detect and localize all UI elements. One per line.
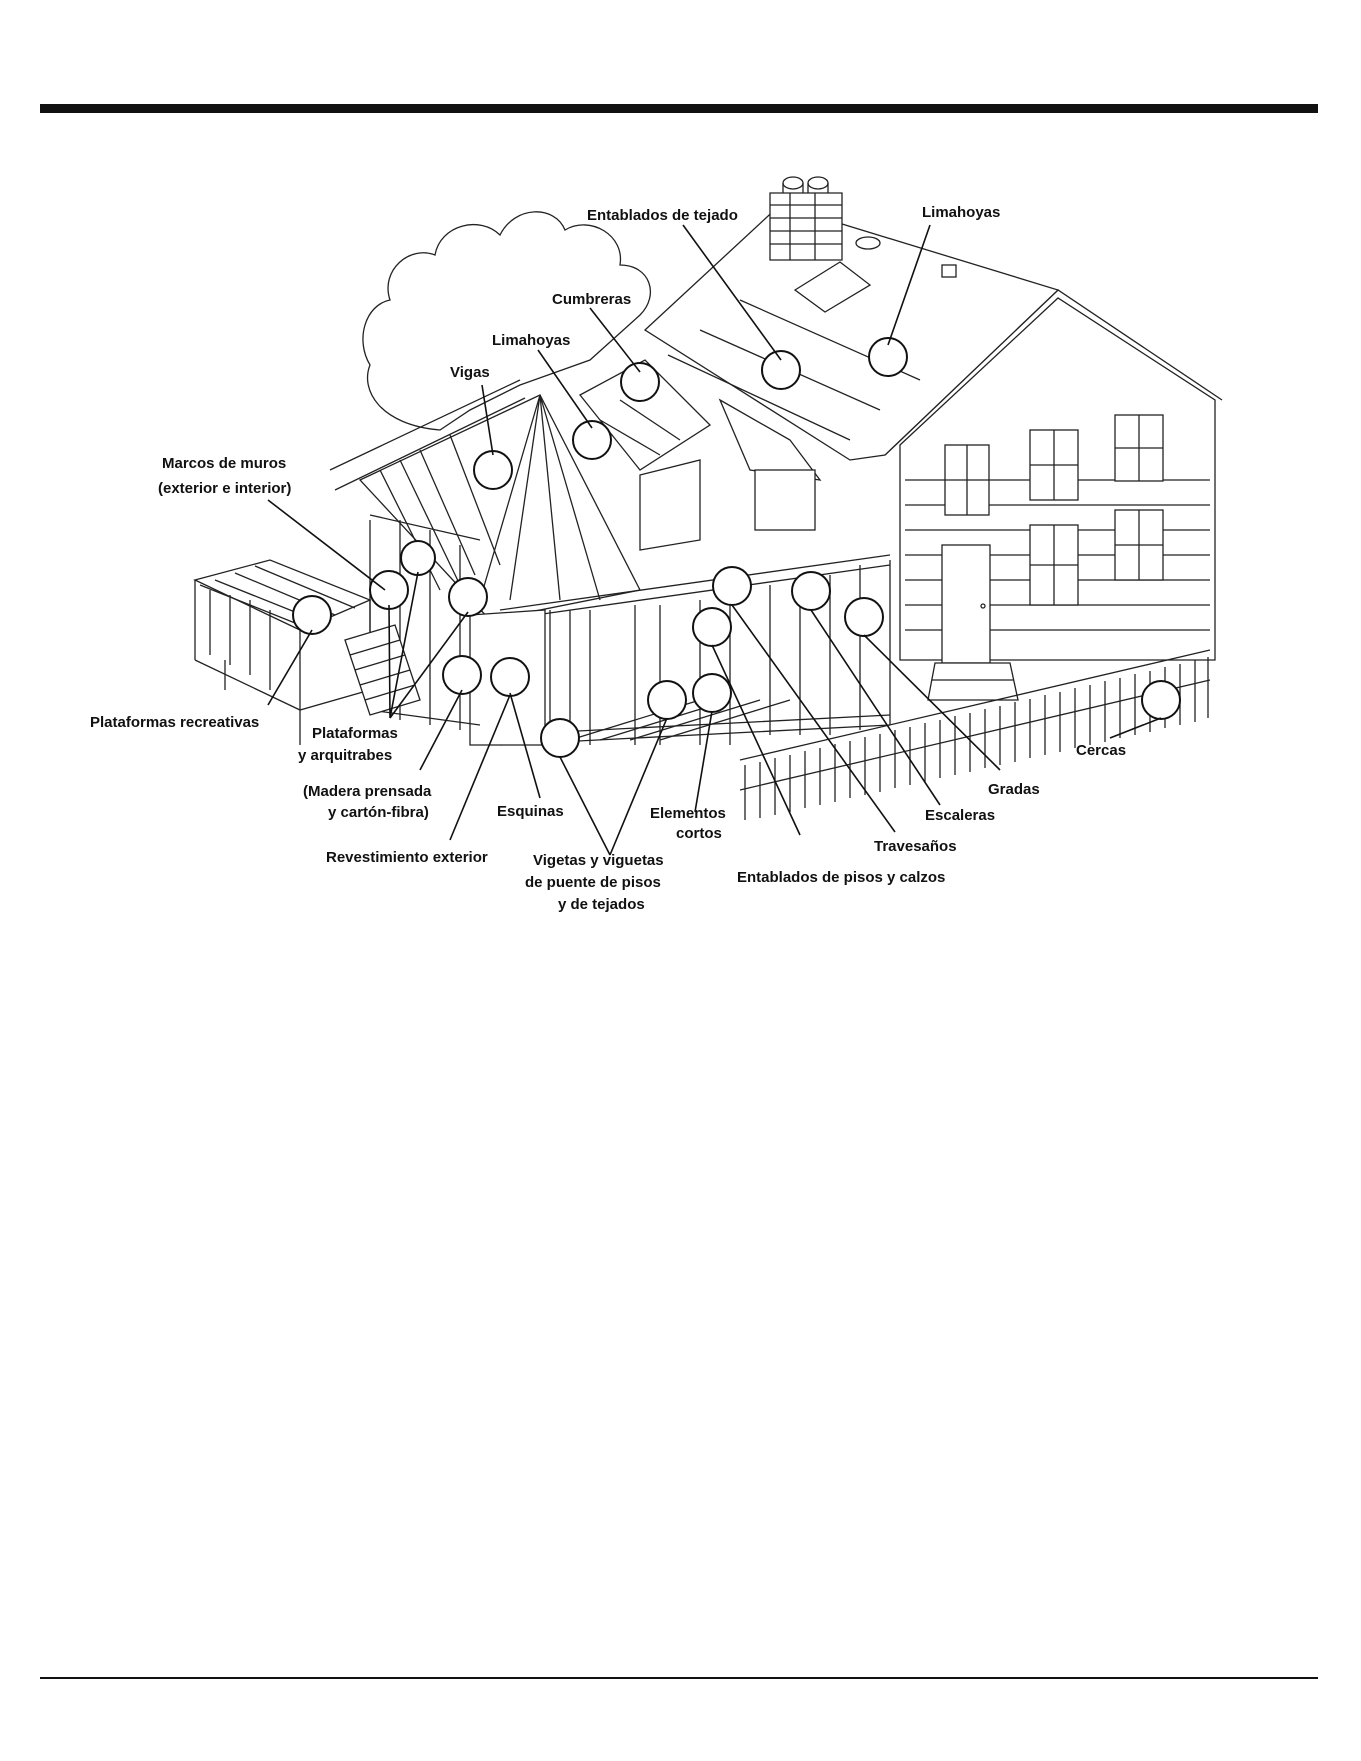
- callout-circle: [647, 680, 687, 720]
- callout-circle: [572, 420, 612, 460]
- tree-outline: [362, 211, 651, 431]
- label-vigetas-3: y de tejados: [558, 896, 645, 913]
- label-vigas: Vigas: [450, 364, 490, 381]
- callout-circle: [761, 350, 801, 390]
- bottom-rule: [40, 1677, 1318, 1679]
- label-gradas: Gradas: [988, 781, 1040, 798]
- label-plataformas-1: Plataformas: [312, 725, 398, 742]
- house-main: [884, 289, 1223, 701]
- label-plataformas-recreativas: Plataformas recreativas: [90, 714, 259, 731]
- label-travesanos: Travesaños: [874, 838, 957, 855]
- label-cumbreras: Cumbreras: [552, 291, 631, 308]
- label-revestimiento: Revestimiento exterior: [326, 849, 488, 866]
- callout-circle: [692, 673, 732, 713]
- label-limahoyas-top: Limahoyas: [922, 204, 1000, 221]
- callout-circle: [1141, 680, 1181, 720]
- callout-circle: [400, 540, 436, 576]
- callout-circle: [620, 362, 660, 402]
- label-limahoyas-mid: Limahoyas: [492, 332, 570, 349]
- callout-circle: [844, 597, 884, 637]
- callout-circle: [712, 566, 752, 606]
- callout-circle: [791, 571, 831, 611]
- callout-circle: [540, 718, 580, 758]
- top-rule: [40, 104, 1318, 113]
- callout-circle: [473, 450, 513, 490]
- labels: Entablados de tejado Limahoyas Cumbreras…: [90, 204, 1126, 913]
- label-elementos-1: Elementos: [650, 805, 726, 822]
- callout-circle: [448, 577, 488, 617]
- label-vigetas-2: de puente de pisos: [525, 874, 661, 891]
- main-roof: [643, 204, 1060, 461]
- callout-circles: [292, 337, 1181, 758]
- label-vigetas-1: Vigetas y viguetas: [533, 852, 664, 869]
- label-marcos-1: Marcos de muros: [162, 455, 286, 472]
- callout-circle: [442, 655, 482, 695]
- label-marcos-2: (exterior e interior): [158, 480, 291, 497]
- label-esquinas: Esquinas: [497, 803, 564, 820]
- label-plataformas-2: y arquitrabes: [298, 747, 392, 764]
- label-entablados-tejado: Entablados de tejado: [587, 207, 738, 224]
- label-entablados-pisos: Entablados de pisos y calzos: [737, 869, 945, 886]
- label-elementos-2: cortos: [676, 825, 722, 842]
- label-madera-1: (Madera prensada: [303, 783, 432, 800]
- label-escaleras: Escaleras: [925, 807, 995, 824]
- callout-circle: [369, 570, 409, 610]
- callout-circle: [490, 657, 530, 697]
- label-cercas: Cercas: [1076, 742, 1126, 759]
- callout-circle: [692, 607, 732, 647]
- chimney-icon: [769, 176, 843, 261]
- leader-lines: [267, 224, 1162, 856]
- label-madera-2: y cartón-fibra): [328, 804, 429, 821]
- callout-circle: [868, 337, 908, 377]
- callout-circle: [292, 595, 332, 635]
